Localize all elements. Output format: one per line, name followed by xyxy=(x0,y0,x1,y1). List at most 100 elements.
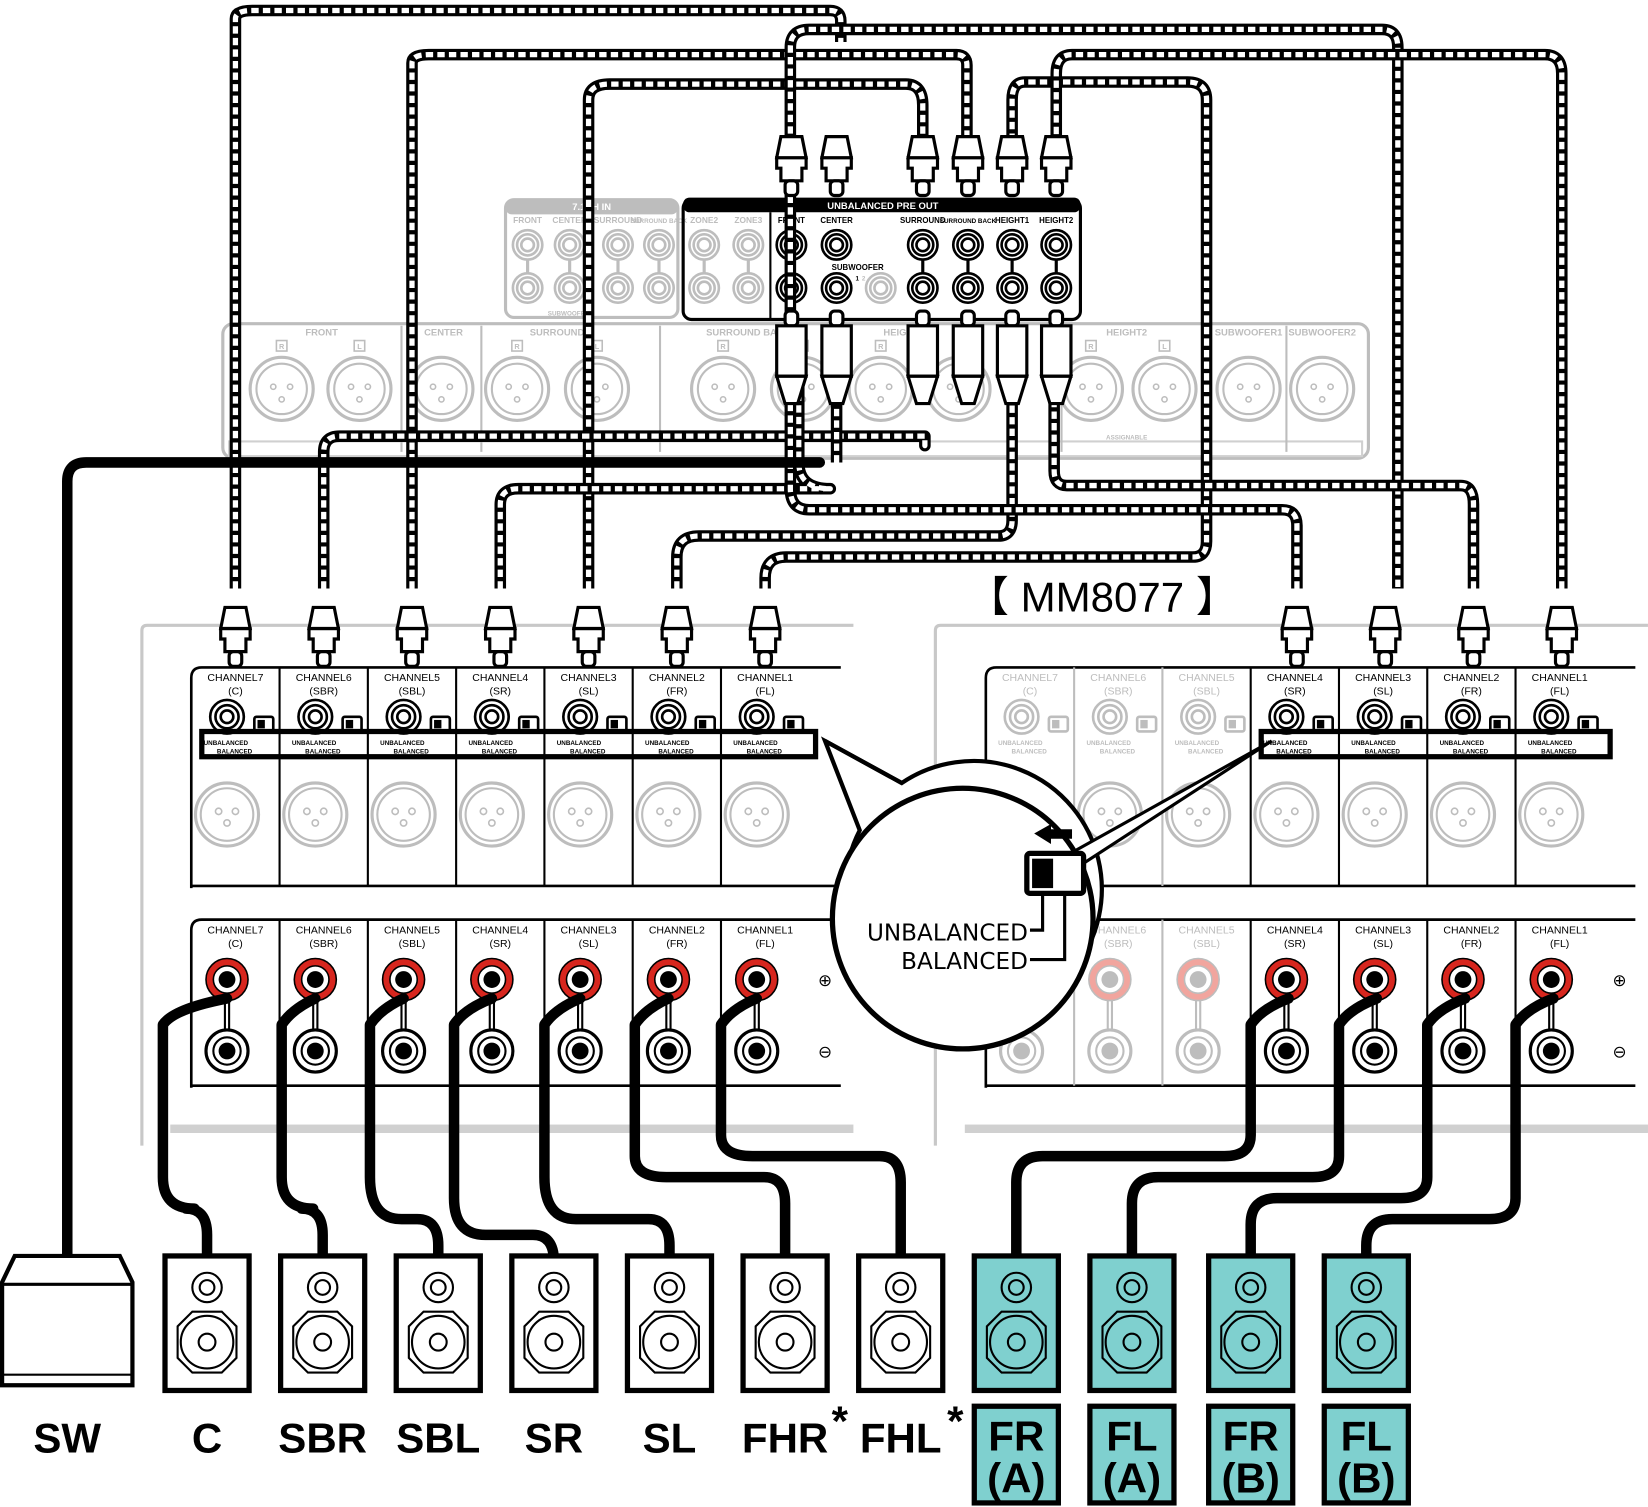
asterisk-note: * xyxy=(947,1398,964,1445)
channel-label: CHANNEL3 xyxy=(1355,924,1411,936)
channel-label: CHANNEL6 xyxy=(296,924,352,936)
xlr-group-label: SUBWOOFER1 xyxy=(1215,327,1283,338)
switch-unbalanced-label: UNBALANCED xyxy=(557,740,602,747)
speaker-sublabel: (B) xyxy=(1337,1454,1395,1501)
channel-sub-label: (FR) xyxy=(666,938,687,950)
switch-unbalanced-label: UNBALANCED xyxy=(1440,740,1485,747)
preout-col-label: HEIGHT2 xyxy=(1039,216,1074,225)
switch-unbalanced-label: UNBALANCED xyxy=(1175,740,1220,747)
channel-sub-label: (FR) xyxy=(1461,938,1482,950)
channel-sub-label: (SBL) xyxy=(399,686,426,698)
channel-sub-label: (SBR) xyxy=(1104,686,1133,698)
speaker-icon xyxy=(277,1253,368,1394)
channel-label: CHANNEL1 xyxy=(737,672,793,684)
speaker-label: SW xyxy=(33,1414,101,1461)
speaker-label: SBL xyxy=(396,1414,480,1461)
switch-unbalanced-label: UNBALANCED xyxy=(292,740,337,747)
speaker-label: FHR xyxy=(742,1414,828,1461)
zone-label: ZONE2 xyxy=(690,215,718,225)
xlr-group-label: HEIGHT2 xyxy=(1106,327,1147,338)
speaker-label: FHL xyxy=(860,1414,942,1461)
preout-col-label: CENTER xyxy=(820,216,853,225)
amplifier-model-label: 【 MM8077 】 xyxy=(967,574,1238,621)
speaker-sr: SR xyxy=(509,1253,599,1461)
speaker-label-box xyxy=(1321,1403,1411,1506)
channel-label: CHANNEL3 xyxy=(561,672,617,684)
speaker-sublabel: (A) xyxy=(1103,1454,1161,1501)
speaker-label: SL xyxy=(643,1414,697,1461)
channel-sub-label: (SL) xyxy=(579,938,599,950)
speaker-wires xyxy=(62,457,1559,1267)
section-7-1ch-col-label: SURROUND xyxy=(594,215,642,225)
channel-label: CHANNEL1 xyxy=(1532,924,1588,936)
channel-label: CHANNEL7 xyxy=(1002,672,1058,684)
channel-sub-label: (SBR) xyxy=(1104,938,1133,950)
preout-col-label: SURROUND BACK xyxy=(940,218,997,225)
speaker-icon xyxy=(856,1253,946,1394)
speaker-icon xyxy=(162,1253,252,1394)
channel-label: CHANNEL5 xyxy=(1179,672,1235,684)
channel-label: CHANNEL2 xyxy=(1443,924,1499,936)
preout-col-label: SURROUND xyxy=(900,216,946,225)
switch-balanced-label: BALANCED xyxy=(1100,749,1136,756)
channel-label: CHANNEL2 xyxy=(649,924,705,936)
xlr-rl-label: L xyxy=(357,342,362,351)
channel-label: CHANNEL5 xyxy=(384,924,440,936)
xlr-rl-label: L xyxy=(595,342,600,351)
channel-label: CHANNEL1 xyxy=(737,924,793,936)
channel-sub-label: (C) xyxy=(228,938,243,950)
channel-sub-label: (SL) xyxy=(1373,686,1393,698)
channel-sub-label: (SBL) xyxy=(1193,686,1220,698)
arrow-left-icon xyxy=(1034,823,1073,844)
switch-balanced-label: BALANCED xyxy=(393,749,429,756)
channel-label: CHANNEL4 xyxy=(1267,924,1323,936)
xlr-group-label: CENTER xyxy=(424,327,463,338)
speaker-icon xyxy=(1321,1253,1411,1394)
channel-sub-label: (SL) xyxy=(579,686,599,698)
speaker-label: FL xyxy=(1341,1412,1392,1459)
channel-sub-label: (SR) xyxy=(1284,686,1306,698)
speaker-label: SR xyxy=(525,1414,583,1461)
speaker-sl: SL xyxy=(624,1253,715,1461)
xlr-rl-label: R xyxy=(514,342,520,351)
speaker-icon xyxy=(1206,1253,1296,1394)
speaker-fr-b: FR(B) xyxy=(1206,1253,1296,1506)
speaker-label: FR xyxy=(988,1412,1044,1459)
speaker-sublabel: (A) xyxy=(987,1454,1045,1501)
speaker-label-box xyxy=(971,1403,1061,1506)
callout-balanced-label: BALANCED xyxy=(901,949,1028,975)
channel-label: CHANNEL2 xyxy=(649,672,705,684)
xlr-group-label: HEIGHT1 xyxy=(883,327,924,338)
speaker-label: FL xyxy=(1106,1412,1157,1459)
speaker-icon xyxy=(1087,1253,1177,1394)
channel-label: CHANNEL4 xyxy=(472,672,528,684)
channel-sub-label: (SBR) xyxy=(309,938,338,950)
switch-balanced-label: BALANCED xyxy=(1011,749,1047,756)
section-7-1ch-col-label: CENTER xyxy=(552,215,587,225)
speaker-fl-b: FL(B) xyxy=(1321,1253,1411,1506)
channel-sub-label: (FL) xyxy=(1550,938,1569,950)
switch-unbalanced-label: UNBALANCED xyxy=(380,740,425,747)
asterisk-note: * xyxy=(832,1398,849,1445)
channel-label: CHANNEL1 xyxy=(1532,672,1588,684)
speaker-icon xyxy=(509,1253,599,1394)
switch-unbalanced-label: UNBALANCED xyxy=(1086,740,1131,747)
speaker-fhr: FHR* xyxy=(740,1253,849,1461)
channel-sub-label: (C) xyxy=(1023,686,1038,698)
switch-unbalanced-label: UNBALANCED xyxy=(998,740,1043,747)
channel-sub-label: (FL) xyxy=(756,938,775,950)
speaker-label: C xyxy=(192,1414,222,1461)
switch-balanced-label: BALANCED xyxy=(747,749,783,756)
channel-label: CHANNEL2 xyxy=(1443,672,1499,684)
channel-sub-label: (FR) xyxy=(666,686,687,698)
subwoofer-num-1: 1 xyxy=(856,276,860,283)
channel-sub-label: (SR) xyxy=(489,938,511,950)
channel-label: CHANNEL5 xyxy=(1179,924,1235,936)
xlr-group-label: SURROUND xyxy=(530,327,585,338)
section-7-1ch-col-label: SURROUND BACK xyxy=(631,218,688,225)
channel-sub-label: (SR) xyxy=(1284,938,1306,950)
channel-label: CHANNEL3 xyxy=(1355,672,1411,684)
